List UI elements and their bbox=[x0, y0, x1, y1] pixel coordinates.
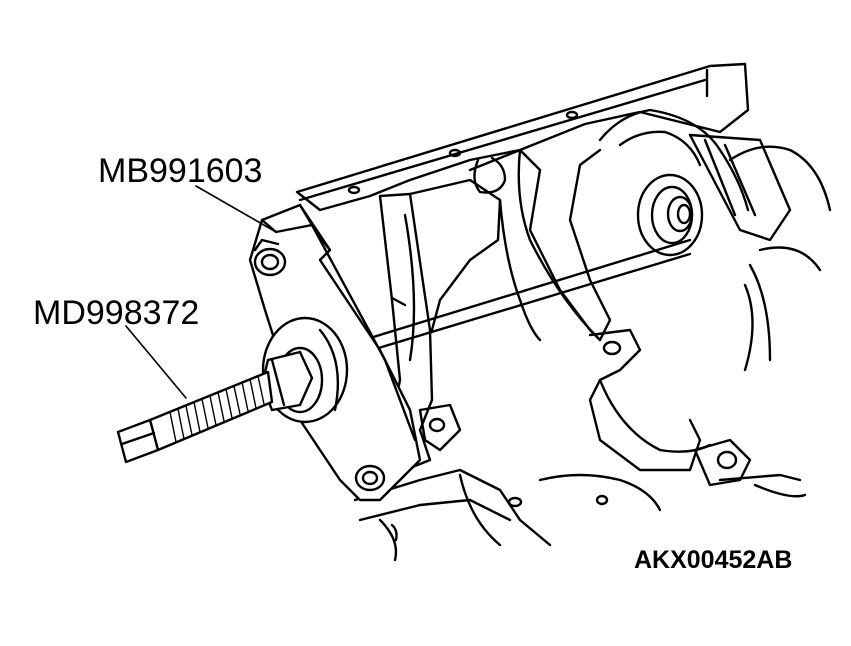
deck-bolt-hole bbox=[567, 112, 577, 118]
bearing-cap-2 bbox=[590, 330, 700, 470]
block-top-deck bbox=[297, 64, 748, 210]
threaded-bolt bbox=[118, 352, 312, 462]
leader-line-tool-a bbox=[196, 186, 276, 232]
bulkhead-3 bbox=[600, 110, 748, 210]
callout-label-tool-b: MD998372 bbox=[33, 294, 200, 332]
tool-plate bbox=[250, 205, 420, 500]
engine-block bbox=[297, 64, 830, 560]
plate-bolt-head bbox=[356, 466, 384, 490]
bulkhead-1 bbox=[380, 194, 432, 470]
bolt-threaded-shaft bbox=[150, 372, 272, 450]
bolt-square-end bbox=[118, 420, 158, 462]
leader-lines bbox=[126, 186, 276, 398]
rear-bearing-bore bbox=[638, 175, 702, 255]
block-bottom-flange bbox=[355, 470, 550, 545]
bolt-threads bbox=[170, 376, 264, 442]
plate-bolt-head bbox=[255, 249, 285, 275]
figure-code: AKX00452AB bbox=[634, 546, 793, 574]
deck-bolt-hole bbox=[349, 187, 359, 193]
callout-label-tool-a: MB991603 bbox=[98, 152, 263, 190]
deck-bolt-hole bbox=[450, 150, 460, 156]
puller-shaft bbox=[370, 240, 690, 350]
leader-line-tool-b bbox=[126, 326, 186, 398]
